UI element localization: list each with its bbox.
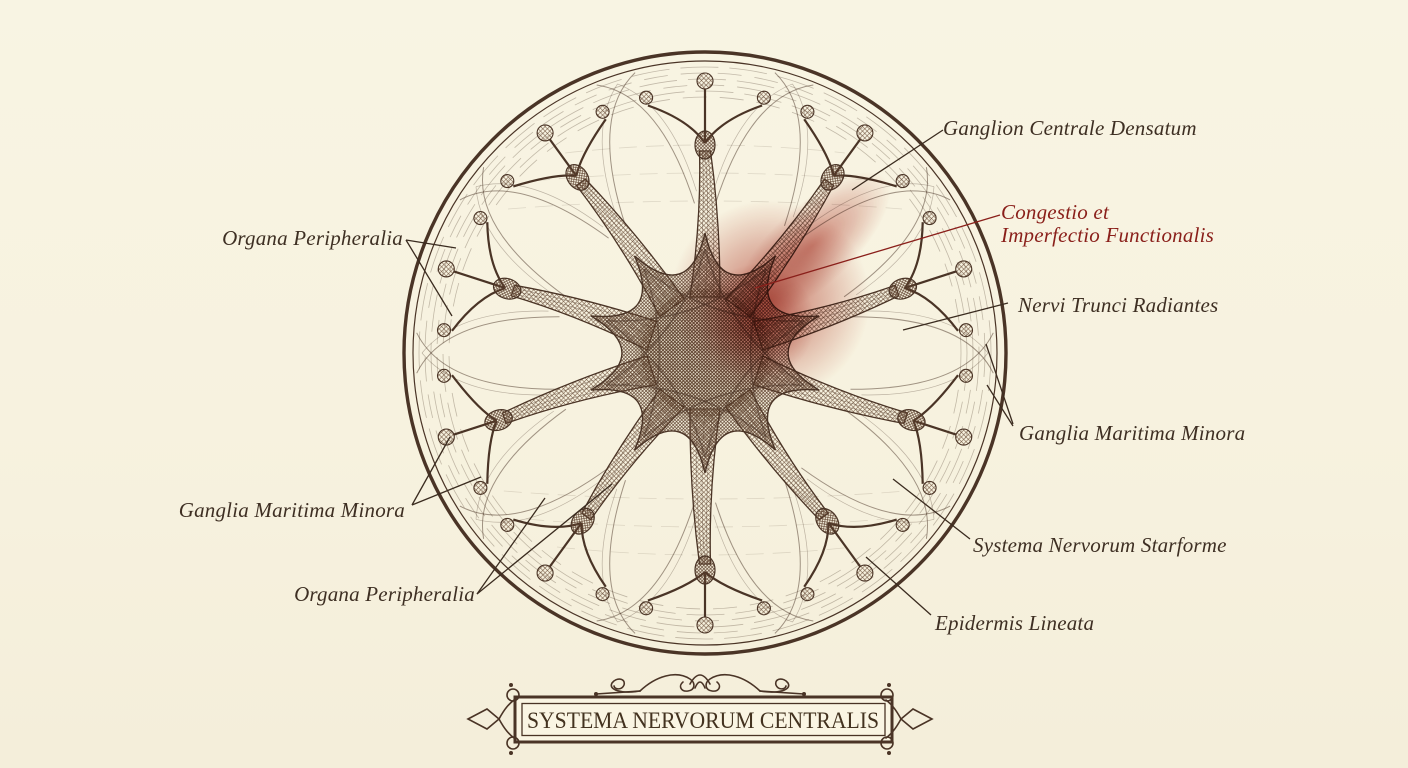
leader-organa-bottom-1 — [476, 497, 546, 595]
banner-crest-ornament — [594, 674, 806, 696]
label-epidermis-lineata: Epidermis Lineata — [935, 611, 1095, 635]
leader-ganglia-right-2 — [986, 384, 1014, 427]
banner-box — [513, 695, 894, 744]
leader-ganglia-left-1 — [411, 436, 451, 506]
label-ganglia-maritima-right: Ganglia Maritima Minora — [1019, 421, 1246, 445]
leader-organa-left-2 — [405, 239, 453, 317]
congestion-highlight — [699, 264, 815, 380]
leader-ganglia-left-2 — [411, 476, 482, 506]
banner-inner-border — [521, 702, 886, 737]
leader-congestio — [754, 214, 1001, 289]
banner-title: SYSTEMA NERVORUM CENTRALIS — [527, 708, 879, 733]
label-organa-peripheralia-left: Organa Peripheralia — [222, 226, 403, 250]
leader-organa-bottom-2 — [476, 483, 613, 595]
leader-organa-left-1 — [405, 239, 457, 249]
label-congestio-imperfectio: Congestio et Imperfectio Functionalis — [1001, 200, 1215, 247]
label-ganglia-maritima-left: Ganglia Maritima Minora — [178, 498, 405, 522]
leader-lines — [405, 129, 1014, 616]
banner-fleur-left — [466, 683, 520, 755]
label-nervi-trunci-radiantes: Nervi Trunci Radiantes — [1018, 293, 1219, 317]
leader-systema — [892, 478, 971, 540]
leader-epidermis — [865, 556, 932, 616]
leader-nervi-trunci — [902, 302, 1009, 331]
leader-ganglion-centrale — [851, 129, 944, 191]
title-banner: SYSTEMA NERVORUM CENTRALIS — [466, 674, 934, 755]
leader-ganglia-right-1 — [985, 343, 1014, 425]
label-systema-nervorum-starforme: Systema Nervorum Starforme — [973, 533, 1227, 557]
label-ganglion-centrale-densatum: Ganglion Centrale Densatum — [943, 116, 1197, 140]
label-organa-peripheralia-bottom: Organa Peripheralia — [294, 582, 475, 606]
banner-fleur-right — [880, 683, 934, 755]
starfish-nervous-system-figure — [402, 50, 1008, 656]
